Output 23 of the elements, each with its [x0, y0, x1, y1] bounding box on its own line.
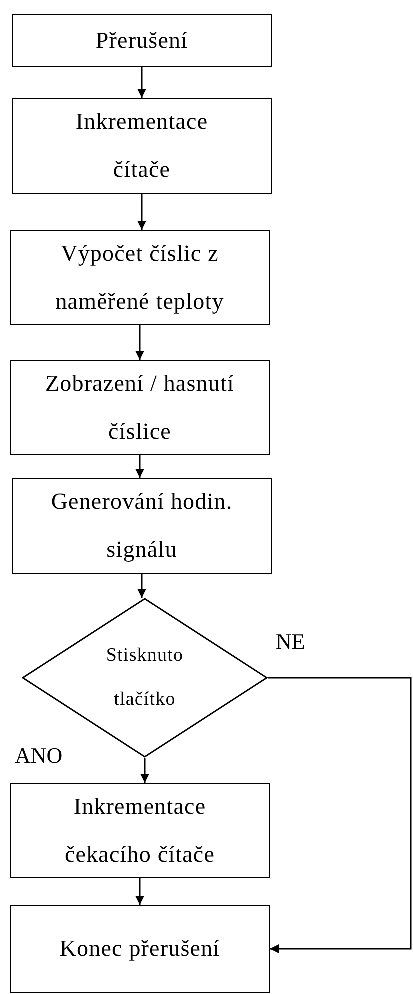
arrow — [138, 574, 146, 598]
process-box — [10, 783, 270, 878]
step-text: Generování hodin. signálu — [50, 488, 234, 564]
arrow — [268, 677, 412, 954]
step-text: Inkrementace čítače — [74, 108, 210, 184]
process-box — [12, 14, 272, 67]
process-box — [10, 360, 270, 455]
arrow — [140, 758, 150, 783]
process-box — [12, 98, 272, 194]
arrow — [138, 67, 146, 98]
arrow — [138, 194, 146, 230]
step-text: Zobrazení / hasnutí číslice — [44, 370, 236, 446]
step-text: Přerušení — [96, 26, 188, 54]
step-text: Inkrementace čekacího čítače — [64, 792, 216, 868]
arrow — [136, 455, 144, 478]
arrow — [136, 878, 144, 905]
arrow — [136, 325, 144, 360]
process-box — [10, 230, 270, 325]
step-text: Výpočet číslic z naměřené teploty — [54, 240, 226, 316]
process-box — [10, 905, 270, 993]
step-text: Konec přerušení — [60, 935, 220, 963]
decision-text: Stisknuto tlačítko — [105, 644, 185, 712]
process-box — [12, 478, 272, 574]
